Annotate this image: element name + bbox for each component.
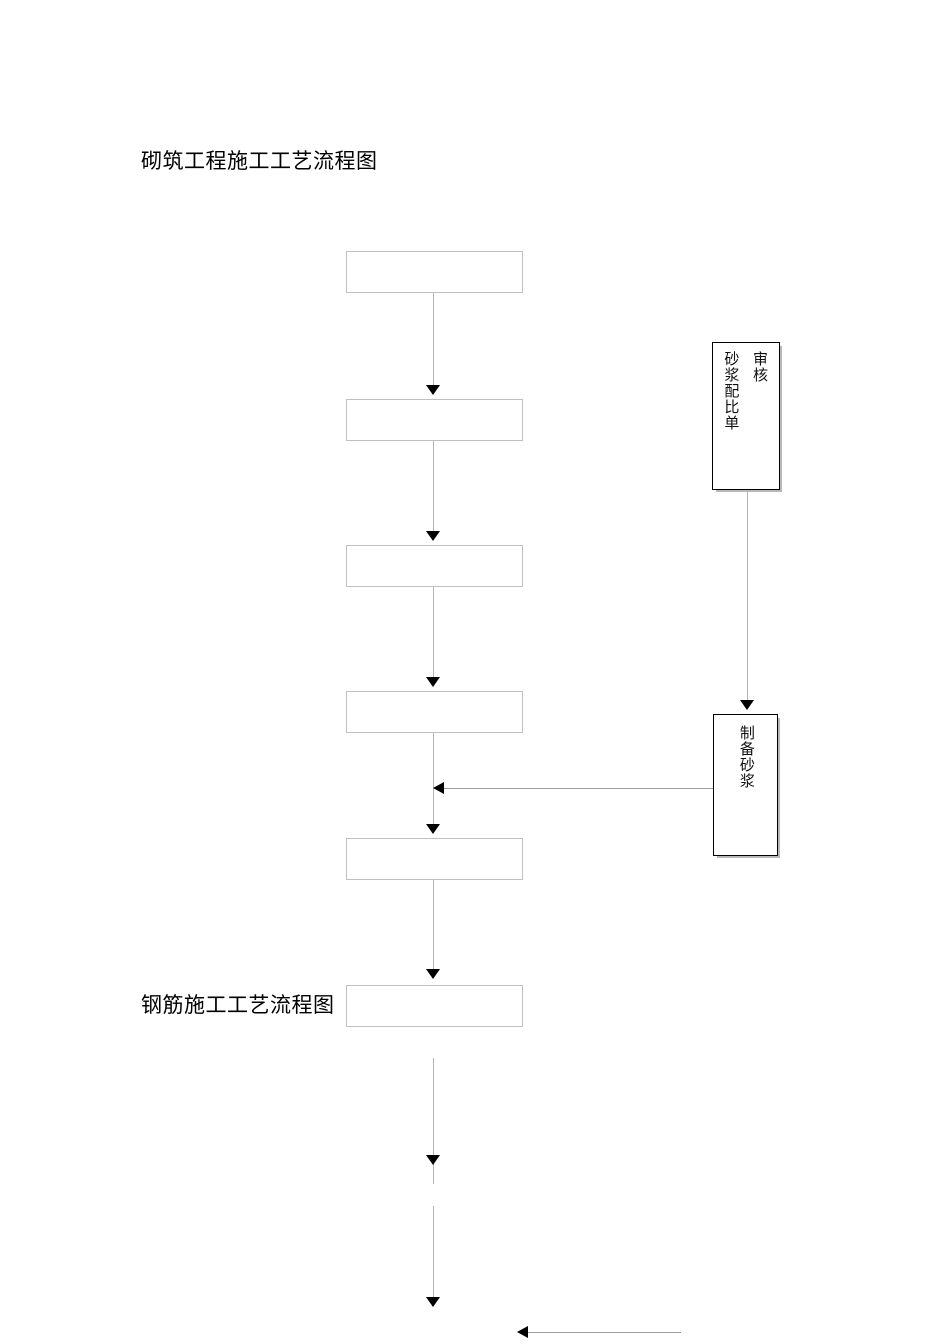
connector-line-box1-box2 — [433, 293, 434, 387]
connector-line-box2-box3 — [433, 441, 434, 533]
arrow-down-box1-box2 — [426, 385, 440, 395]
connector-line-box4-box5 — [433, 733, 434, 826]
arrow-down-box5-box6 — [426, 969, 440, 979]
arrow-down-box2-box3 — [426, 531, 440, 541]
flow-box-5[interactable] — [346, 838, 523, 880]
connector-line-bottom-horizontal — [528, 1332, 681, 1333]
flow-box-3[interactable] — [346, 545, 523, 587]
connector-line-box5-box6 — [433, 880, 434, 971]
side-box-prepare-mortar-text: 制备砂浆 — [737, 725, 756, 789]
connector-line-box6-down-2 — [433, 1206, 434, 1306]
arrow-down-box3-box4 — [426, 677, 440, 687]
side-box-mortar-mix-ratio-main-text: 砂浆配比单 — [722, 351, 741, 431]
side-box-mortar-mix-ratio[interactable]: 审核 砂浆配比单 — [712, 342, 780, 490]
arrow-down-below-box6 — [426, 1155, 440, 1165]
connector-line-mixratio-prepare — [747, 490, 748, 700]
connector-line-prepare-to-main — [444, 788, 713, 789]
side-box-prepare-mortar[interactable]: 制备砂浆 — [713, 714, 778, 856]
connector-line-box3-box4 — [433, 587, 434, 679]
flow-box-6[interactable] — [346, 985, 523, 1027]
page-title-masonry-process: 砌筑工程施工工艺流程图 — [141, 149, 378, 173]
flow-box-4[interactable] — [346, 691, 523, 733]
arrow-down-box4-box5 — [426, 824, 440, 834]
side-box-mortar-mix-ratio-review-text: 审核 — [751, 351, 769, 383]
page-title-rebar-process: 钢筋施工工艺流程图 — [141, 990, 335, 1020]
arrow-left-bottom — [517, 1326, 528, 1338]
arrow-down-mixratio-prepare — [740, 700, 754, 710]
arrow-left-prepare-to-main — [433, 782, 444, 794]
connector-line-box6-down-1 — [433, 1058, 434, 1184]
arrow-down-page-bottom — [426, 1297, 440, 1307]
flow-box-1[interactable] — [346, 251, 523, 293]
flow-box-2[interactable] — [346, 399, 523, 441]
